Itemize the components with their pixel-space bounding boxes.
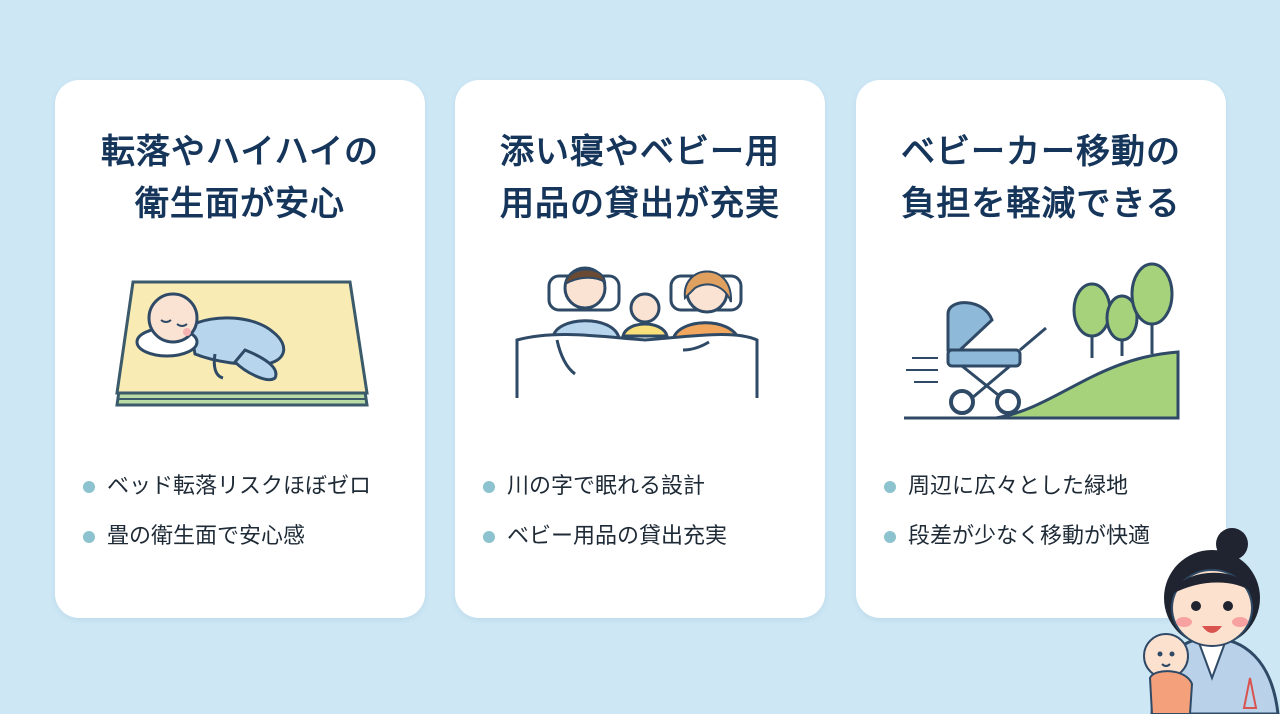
bullet-text: ベビー用品の貸出充実: [507, 524, 728, 549]
card-title-line: 負担を軽減できる: [901, 184, 1181, 224]
card-title-line: 添い寝やベビー用: [500, 132, 780, 172]
feature-card-stroller: ベビーカー移動の 負担を軽減できる 周辺に広々とした緑地 段差が少なく移動が快適: [856, 80, 1226, 618]
card-title-line: 用品の貸出が充実: [500, 184, 780, 224]
bullet-list: 周辺に広々とした緑地 段差が少なく移動が快適: [882, 462, 1216, 562]
card-title-line: 衛生面が安心: [135, 184, 345, 224]
bullet-item: ベビー用品の貸出充実: [481, 512, 815, 562]
bullet-dot: [83, 481, 95, 493]
bullet-dot: [483, 481, 495, 493]
baby-on-tatami-mat-icon: [115, 280, 369, 407]
feature-card-fall-safety: 転落やハイハイの 衛生面が安心 ベッド転落リスクほぼゼロ 畳の衛生面で安心感: [55, 80, 425, 618]
family-co-sleeping-icon: [515, 266, 759, 398]
bullet-text: 畳の衛生面で安心感: [107, 524, 306, 549]
bullet-item: ベッド転落リスクほぼゼロ: [81, 462, 415, 512]
bullet-list: 川の字で眠れる設計 ベビー用品の貸出充実: [481, 462, 815, 562]
card-title: 転落やハイハイの 衛生面が安心: [55, 126, 425, 230]
stroller-slope-park-icon: [904, 262, 1180, 420]
feature-card-co-sleeping: 添い寝やベビー用 用品の貸出が充実 川の字で眠れる設計 ベビー用品の貸出充実: [455, 80, 825, 618]
bullet-text: 川の字で眠れる設計: [507, 474, 706, 499]
bullet-item: 周辺に広々とした緑地: [882, 462, 1216, 512]
card-title: 添い寝やベビー用 用品の貸出が充実: [455, 126, 825, 230]
bullet-item: 畳の衛生面で安心感: [81, 512, 415, 562]
bullet-dot: [483, 531, 495, 543]
bullet-dot: [83, 531, 95, 543]
bullet-text: ベッド転落リスクほぼゼロ: [107, 474, 372, 499]
bullet-text: 周辺に広々とした緑地: [908, 474, 1129, 499]
bullet-item: 段差が少なく移動が快適: [882, 512, 1216, 562]
bullet-dot: [884, 481, 896, 493]
card-title-line: 転落やハイハイの: [101, 132, 379, 172]
bullet-list: ベッド転落リスクほぼゼロ 畳の衛生面で安心感: [81, 462, 415, 562]
bullet-item: 川の字で眠れる設計: [481, 462, 815, 512]
bullet-text: 段差が少なく移動が快適: [908, 524, 1151, 549]
card-title-line: ベビーカー移動の: [901, 132, 1181, 172]
mother-holding-baby-icon: [1143, 528, 1280, 714]
card-title: ベビーカー移動の 負担を軽減できる: [856, 126, 1226, 230]
bullet-dot: [884, 531, 896, 543]
